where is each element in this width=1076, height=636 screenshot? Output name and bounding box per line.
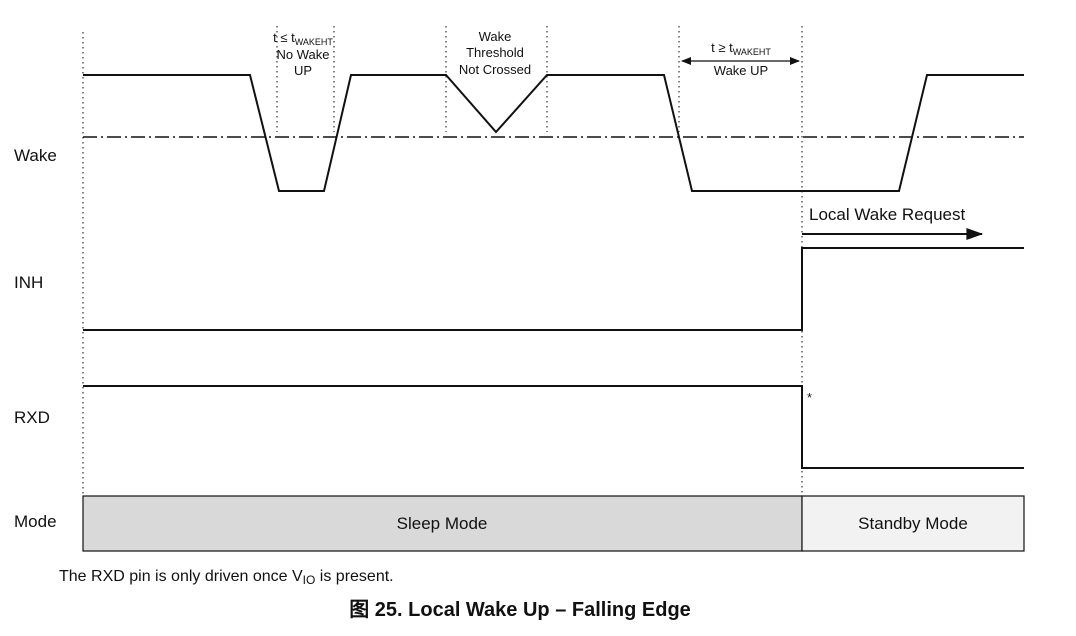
wake-up-time-text: t ≥ t (711, 40, 733, 55)
inh-waveform (83, 247, 1024, 331)
svg-text:t ≥ tWAKEHT: t ≥ tWAKEHT (711, 40, 771, 57)
threshold-annotation: Wake Threshold Not Crossed (459, 29, 531, 77)
wake-label: Wake (14, 146, 57, 165)
inh-label: INH (14, 273, 43, 292)
threshold-line2: Threshold (466, 45, 524, 60)
threshold-line1: Wake (479, 29, 512, 44)
wake-up-annotation: t ≥ tWAKEHT Wake UP (681, 40, 800, 78)
standby-mode-box (801, 495, 1025, 552)
rxd-asterisk: * (807, 390, 812, 405)
no-wake-time-subscript: WAKEHT (295, 37, 334, 47)
threshold-line3: Not Crossed (459, 62, 531, 77)
no-wake-time-text: t ≤ t (273, 30, 295, 45)
rxd-waveform (83, 385, 1024, 469)
svg-text:t ≤ tWAKEHT: t ≤ tWAKEHT (273, 30, 333, 47)
sleep-mode-box (82, 495, 803, 552)
no-wake-line2: No Wake (277, 47, 330, 62)
no-wake-annotation: t ≤ tWAKEHT No Wake UP (273, 30, 333, 78)
footnote: The RXD pin is only driven once VIO is p… (59, 568, 394, 587)
local-wake-request-label: Local Wake Request (809, 205, 966, 224)
footnote-subscript: IO (303, 573, 316, 587)
sleep-mode-label: Sleep Mode (397, 514, 488, 533)
standby-mode-label: Standby Mode (858, 514, 968, 533)
footnote-pre: The RXD pin is only driven once V (59, 568, 303, 585)
wake-waveform (83, 74, 1024, 192)
no-wake-line3: UP (294, 63, 312, 78)
wake-up-time-subscript: WAKEHT (733, 47, 772, 57)
figure-caption: 图 25. Local Wake Up – Falling Edge (349, 598, 691, 621)
footnote-post: is present. (315, 568, 393, 585)
mode-label: Mode (14, 512, 57, 531)
rxd-label: RXD (14, 408, 50, 427)
wake-up-line2: Wake UP (714, 63, 768, 78)
